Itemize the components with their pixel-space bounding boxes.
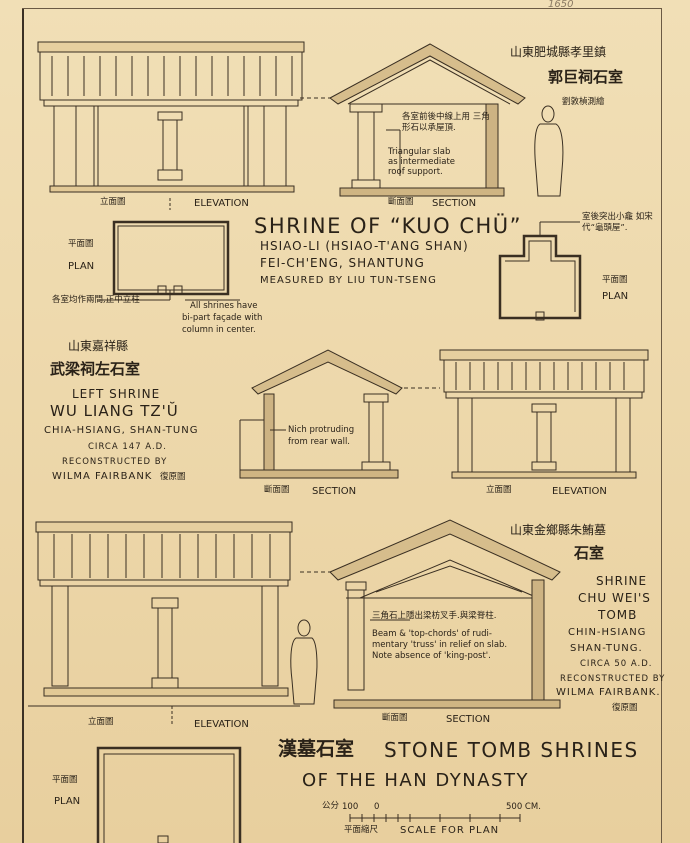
chu-wei-note-3: Note absence of 'king-post'. [372,651,491,661]
wu-liang-nich-note-1: Nich protruding [288,425,355,435]
chu-wei-title-1: SHRINE [596,574,648,588]
kuo-chu-cn-title: 郭巨祠石室 [548,68,624,86]
kuo-chu-note-cn: 各室前後中線上用 三角形石以承屋頂. [402,112,490,134]
chu-wei-elevation-label: ELEVATION [194,719,249,730]
kuo-chu-elevation-cn: 立面圖 [100,197,126,207]
wu-liang-location: CHIA-HSIANG, SHAN-TUNG [44,425,199,436]
kuo-chu-location-1: HSIAO-LI (HSIAO-T'ANG SHAN) [260,239,469,253]
kuo-chu-plan-note-3: column in center. [182,325,256,335]
chu-wei-cn-title: 石室 [574,544,605,562]
human-figure-scale [534,105,564,197]
chu-wei-date: CIRCA 50 A.D. [580,659,653,669]
wu-liang-title-2: WU LIANG TZ'Ŭ [50,402,179,420]
wu-liang-cn-location: 山東嘉祥縣 [68,339,129,353]
kuo-chu-section [300,43,526,197]
wu-liang-plan-cn: 平面圖 [602,275,628,285]
kuo-chu-elevation [37,41,305,210]
chu-wei-location-2: SHAN-TUNG. [570,643,643,654]
wu-liang-plan [498,221,582,321]
wu-liang-nich-note-2: from rear wall. [288,437,351,447]
kuo-chu-section-label: SECTION [432,198,477,209]
scale-cn-label: 平面縮尺 [344,825,379,835]
wu-liang-plan-note-cn: 室後突出小龕 如宋代“龜頭屋”. [582,212,653,234]
scale-right-value: 500 CM. [506,802,541,812]
wu-liang-cn-title: 武梁祠左石室 [50,360,141,378]
chu-wei-title-2: CHU WEI'S [578,591,651,605]
wu-liang-reconstructed-2: WILMA FAIRBANK [52,471,153,482]
chu-wei-section-cn: 斷面圖 [382,713,408,723]
wu-liang-date: CIRCA 147 A.D. [88,442,167,452]
chu-wei-location-1: CHIN-HSIANG [568,627,647,638]
scale-cn-units: 公分 [322,801,340,811]
wu-liang-elevation [439,349,649,479]
kuo-chu-note-2: as intermediate [388,157,456,167]
chu-wei-title-3: TOMB [598,608,638,622]
kuo-chu-plan-note-2: bi-part façade with [182,313,263,323]
wu-liang-elevation-cn: 立面圖 [486,485,512,495]
chu-wei-note-1: Beam & 'top-chords' of rudi- [372,629,492,639]
chu-wei-note-cn: 三角石上隱出梁枋叉手.與梁脊柱. [372,611,497,621]
border-top [22,8,662,9]
kuo-chu-plan-label: PLAN [68,261,95,272]
chu-wei-section-label: SECTION [446,714,491,725]
wu-liang-elevation-label: ELEVATION [552,486,607,497]
main-cn-title: 漢墓石室 [278,738,355,760]
kuo-chu-location-2: FEI-CH'ENG, SHANTUNG [260,256,425,270]
wu-liang-reconstructed-cn: 復原圖 [160,472,186,482]
human-figure-scale-2 [290,619,318,705]
chu-wei-note-2: mentary 'truss' in relief on slab. [372,640,508,650]
main-title-2: OF THE HAN DYNASTY [302,770,529,791]
chu-wei-reconstructed-cn: 復原圖 [612,703,638,713]
chu-wei-reconstructed-2: WILMA FAIRBANK. [556,687,661,698]
chu-wei-section [300,519,561,709]
chu-wei-reconstructed-1: RECONSTRUCTED BY [560,674,666,684]
scale-bar [349,814,521,822]
chu-wei-cn-location: 山東金鄉縣朱鮪墓 [510,523,607,537]
kuo-chu-plan-note-cn: 各室均作兩間,正中立柱 [52,295,140,305]
border-left [22,8,24,843]
wu-liang-section [239,349,440,479]
scale-zero: 0 [374,802,380,812]
chu-wei-plan-label: PLAN [54,796,81,807]
sheet-number: 1650 [548,0,574,10]
wu-liang-section-label: SECTION [312,486,357,497]
wu-liang-title-1: LEFT SHRINE [72,387,161,401]
chu-wei-plan-cn: 平面圖 [52,775,78,785]
kuo-chu-plan-cn: 平面圖 [68,239,94,249]
kuo-chu-note-3: roof support. [388,167,443,177]
kuo-chu-measured: MEASURED BY LIU TUN-TSENG [260,275,437,286]
wu-liang-reconstructed-1: RECONSTRUCTED BY [62,457,168,467]
kuo-chu-title: SHRINE OF “KUO CHÜ” [254,214,523,238]
kuo-chu-section-cn: 斷面圖 [388,197,414,207]
chu-wei-elevation-cn: 立面圖 [88,717,114,727]
kuo-chu-cn-location: 山東肥城縣孝里鎮 [510,45,607,59]
kuo-chu-note-1: Triangular slab [388,147,451,157]
kuo-chu-plan [100,220,240,301]
kuo-chu-elevation-label: ELEVATION [194,198,249,209]
kuo-chu-cn-measured: 劉敦楨測繪 [562,97,605,107]
chu-wei-elevation [28,521,300,724]
chu-wei-plan [96,746,242,843]
scale-left-value: 100 [342,802,359,812]
scale-label: SCALE FOR PLAN [400,825,500,836]
wu-liang-section-cn: 斷面圖 [264,485,290,495]
main-title-1: STONE TOMB SHRINES [384,738,639,762]
border-right [661,8,662,843]
wu-liang-plan-label: PLAN [602,291,629,302]
kuo-chu-plan-note-1: All shrines have [190,301,258,311]
